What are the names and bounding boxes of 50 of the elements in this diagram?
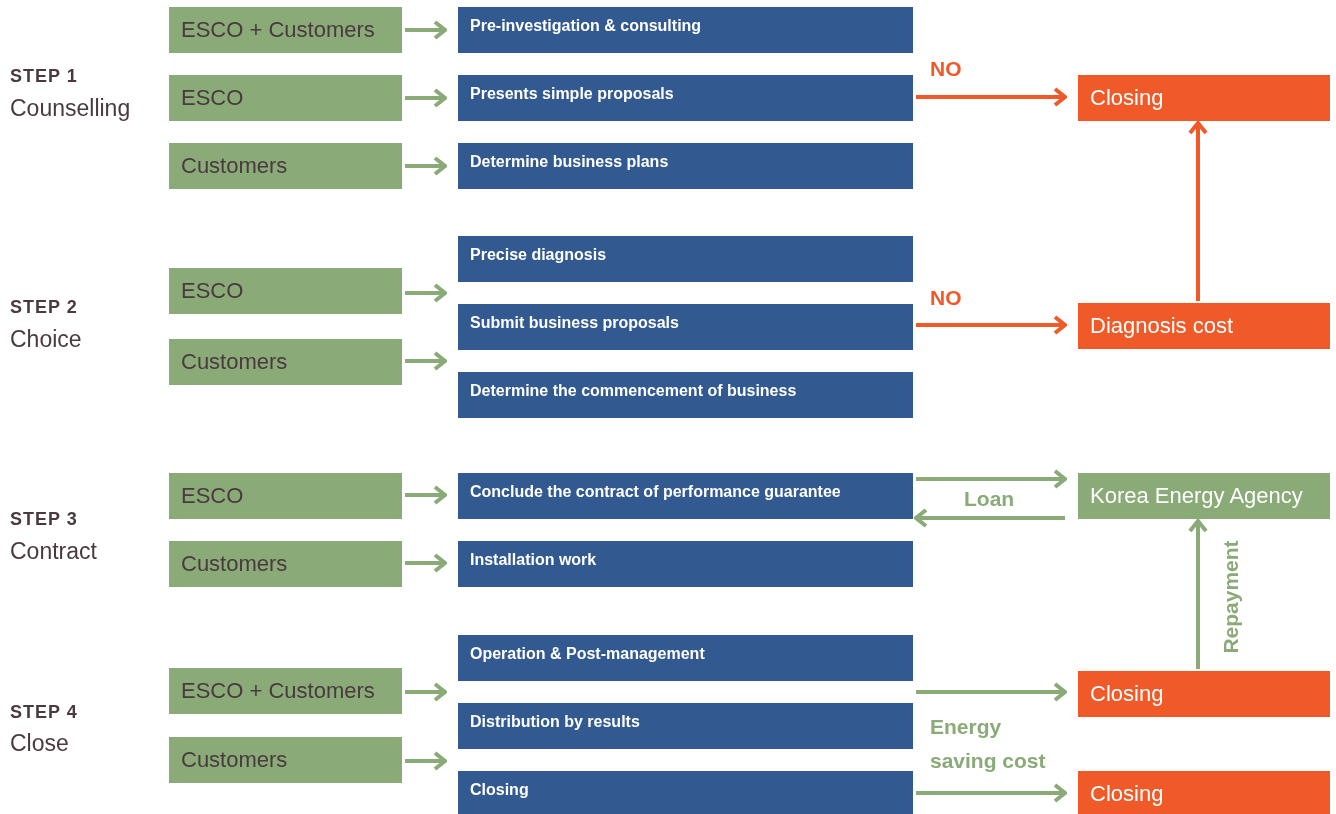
actor-box: Customers [169, 737, 402, 783]
step-number: STEP 2 [10, 297, 78, 318]
outcome-box: Diagnosis cost [1078, 303, 1330, 349]
process-box: Presents simple proposals [458, 75, 913, 121]
process-box: Submit business proposals [458, 304, 913, 350]
arrow [405, 351, 447, 371]
process-box: Determine business plans [458, 143, 913, 189]
actor-box: ESCO + Customers [169, 7, 402, 53]
arrow [1188, 121, 1208, 301]
actor-box: ESCO [169, 75, 402, 121]
actor-box: ESCO + Customers [169, 668, 402, 714]
step-number: STEP 3 [10, 509, 78, 530]
outcome-box: Closing [1078, 771, 1330, 814]
arrow [916, 682, 1067, 702]
step-name: Close [10, 730, 69, 757]
step-name: Counselling [10, 95, 131, 122]
outcome-box: Closing [1078, 671, 1330, 717]
outcome-box: Closing [1078, 75, 1330, 121]
arrow [916, 783, 1067, 803]
arrow [405, 283, 447, 303]
step-number: STEP 1 [10, 66, 78, 87]
arrow [1188, 519, 1208, 669]
process-box: Distribution by results [458, 703, 913, 749]
arrow [916, 87, 1067, 107]
arrow [405, 20, 447, 40]
process-box: Conclude the contract of performance guarantee [458, 473, 913, 519]
actor-box: Customers [169, 143, 402, 189]
step-name: Contract [10, 538, 97, 565]
step-number: STEP 4 [10, 702, 78, 723]
actor-box: Customers [169, 339, 402, 385]
process-box: Determine the commencement of business [458, 372, 913, 418]
arrow [914, 508, 1065, 528]
arrow [405, 156, 447, 176]
process-box: Pre-investigation & consulting [458, 7, 913, 53]
actor-box: ESCO [169, 473, 402, 519]
arrow [405, 682, 447, 702]
arrow [916, 315, 1067, 335]
agency-box: Korea Energy Agency [1078, 473, 1330, 519]
process-box: Operation & Post-management [458, 635, 913, 681]
step-name: Choice [10, 326, 82, 353]
actor-box: ESCO [169, 268, 402, 314]
process-box: Closing [458, 771, 913, 814]
arrow [405, 485, 447, 505]
arrow [916, 469, 1067, 489]
arrow [405, 88, 447, 108]
process-box: Installation work [458, 541, 913, 587]
process-box: Precise diagnosis [458, 236, 913, 282]
arrow [405, 751, 447, 771]
actor-box: Customers [169, 541, 402, 587]
arrow [405, 553, 447, 573]
